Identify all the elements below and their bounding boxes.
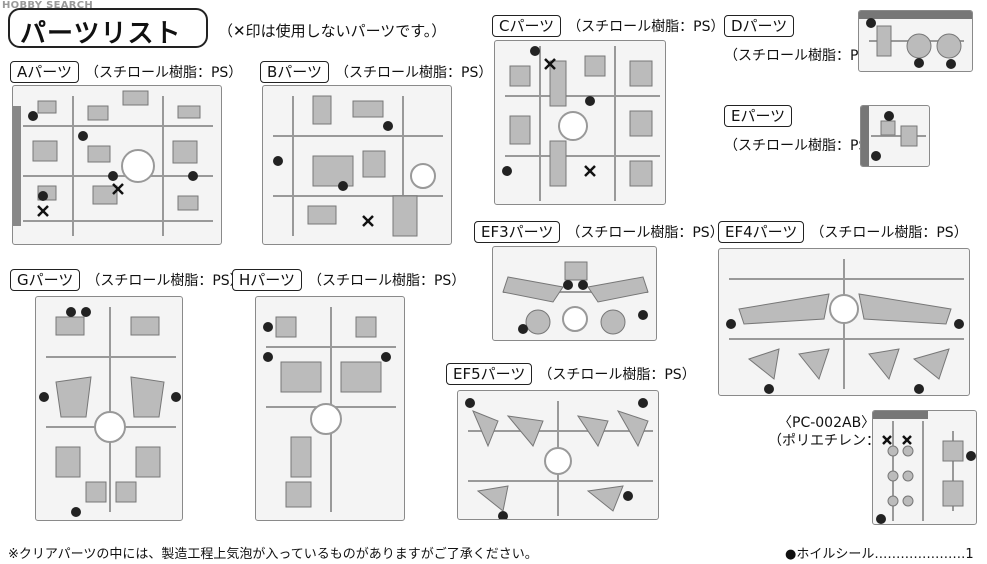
runner-h <box>255 296 405 521</box>
parts-label-ef3: EF3パーツ <box>474 221 561 243</box>
runner-h-drawing <box>263 307 396 512</box>
parts-header-ef3: EF3パーツ （スチロール樹脂：PS） <box>474 220 724 244</box>
runner-ef5-drawing <box>465 398 653 519</box>
parts-header-e: Eパーツ <box>724 104 793 128</box>
pc-label: 〈PC-002AB〉 <box>778 415 876 431</box>
clear-parts-note: ※クリアパーツの中には、製造工程上気泡が入っているものがありますがご了承ください… <box>8 547 538 562</box>
runner-g-drawing <box>39 307 181 517</box>
runner-ef5 <box>457 390 659 520</box>
runner-ef4 <box>718 248 970 396</box>
parts-header-h: Hパーツ （スチロール樹脂：PS） <box>232 268 465 292</box>
runner-b-drawing <box>273 95 443 237</box>
parts-header-d: Dパーツ <box>724 14 795 38</box>
parts-header-b: Bパーツ （スチロール樹脂：PS） <box>260 60 492 84</box>
runner-pc <box>872 410 977 525</box>
runner-g <box>35 296 183 521</box>
parts-label-ef4: EF4パーツ <box>718 221 805 243</box>
unused-parts-note: （✕印は使用しないパーツです。） <box>218 22 447 40</box>
page-title: パーツリスト <box>20 19 182 49</box>
runner-b <box>262 85 452 245</box>
parts-material-e: （スチロール樹脂：PS） <box>724 138 882 154</box>
parts-label-d: Dパーツ <box>724 15 795 37</box>
parts-material-b: （スチロール樹脂：PS） <box>335 65 493 81</box>
parts-material-c: （スチロール樹脂：PS） <box>567 19 725 35</box>
runner-d-drawing <box>859 11 972 69</box>
runner-pc-drawing <box>873 411 976 524</box>
watermark: HOBBY SEARCH <box>2 0 94 11</box>
parts-label-g: Gパーツ <box>10 269 81 291</box>
parts-material-h: （スチロール樹脂：PS） <box>307 273 466 289</box>
parts-material-d: （スチロール樹脂：PS） <box>724 48 882 64</box>
parts-material-ef5: （スチロール樹脂：PS） <box>538 367 696 383</box>
runner-e <box>860 105 930 167</box>
runner-e-drawing <box>861 106 926 166</box>
parts-label-ef5: EF5パーツ <box>446 363 533 385</box>
parts-label-h: Hパーツ <box>232 269 302 291</box>
runner-c-drawing <box>502 46 660 201</box>
parts-label-c: Cパーツ <box>492 15 562 37</box>
parts-header-ef4: EF4パーツ （スチロール樹脂：PS） <box>718 220 968 244</box>
title-box <box>8 8 208 48</box>
runner-ef3-drawing <box>502 261 649 335</box>
foil-seal-note: ●ホイルシール…………………1 <box>785 547 974 562</box>
runner-a <box>12 85 222 245</box>
parts-material-ef4: （スチロール樹脂：PS） <box>810 225 968 241</box>
parts-label-a: Aパーツ <box>10 61 79 83</box>
parts-label-b: Bパーツ <box>260 61 329 83</box>
runner-ef4-drawing <box>726 259 964 394</box>
parts-label-e: Eパーツ <box>724 105 793 127</box>
parts-header-c: Cパーツ （スチロール樹脂：PS） <box>492 14 725 38</box>
runner-c <box>494 40 666 205</box>
parts-material-ef3: （スチロール樹脂：PS） <box>566 225 724 241</box>
parts-material-a: （スチロール樹脂：PS） <box>84 65 243 81</box>
parts-header-ef5: EF5パーツ （スチロール樹脂：PS） <box>446 362 696 386</box>
parts-header-g: Gパーツ （スチロール樹脂：PS） <box>10 268 244 292</box>
parts-header-a: Aパーツ （スチロール樹脂：PS） <box>10 60 242 84</box>
parts-material-g: （スチロール樹脂：PS） <box>86 273 244 289</box>
runner-a-drawing <box>13 90 213 236</box>
runner-d <box>858 10 973 72</box>
runner-ef3 <box>492 246 657 341</box>
